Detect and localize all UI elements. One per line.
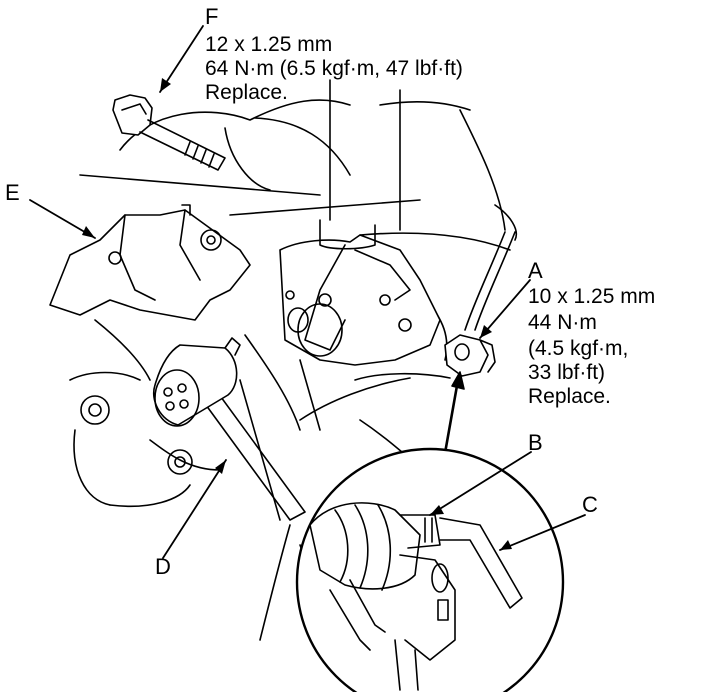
detail-arrowhead: [451, 371, 465, 390]
nut-a-torque-2: (4.5 kgf·m,: [528, 337, 629, 360]
bracket-e: [49, 204, 251, 321]
bolt-f-note: Replace.: [205, 81, 288, 104]
detail-circle: [295, 447, 565, 692]
nut-a-note: Replace.: [528, 385, 611, 408]
bolt-f-torque: 64 N·m (6.5 kgf·m, 47 lbf·ft): [205, 57, 463, 80]
engine-block: [69, 79, 517, 641]
leader-arrowheads: [82, 78, 512, 550]
label-e: E: [5, 180, 20, 205]
label-d: D: [155, 554, 171, 579]
nut-a-size: 10 x 1.25 mm: [528, 285, 656, 308]
bolt-f: [112, 94, 226, 171]
nut-a-torque-1: 44 N·m: [528, 311, 597, 334]
tool-d: [153, 337, 306, 521]
nut-a-torque-3: 33 lbf·ft): [528, 361, 606, 384]
label-a: A: [528, 258, 543, 283]
label-b: B: [528, 430, 543, 455]
nut-a: [444, 334, 496, 377]
engine-mount: [279, 219, 441, 366]
label-c: C: [582, 492, 598, 517]
bolt-f-size: 12 x 1.25 mm: [205, 33, 333, 56]
label-f: F: [205, 4, 219, 29]
